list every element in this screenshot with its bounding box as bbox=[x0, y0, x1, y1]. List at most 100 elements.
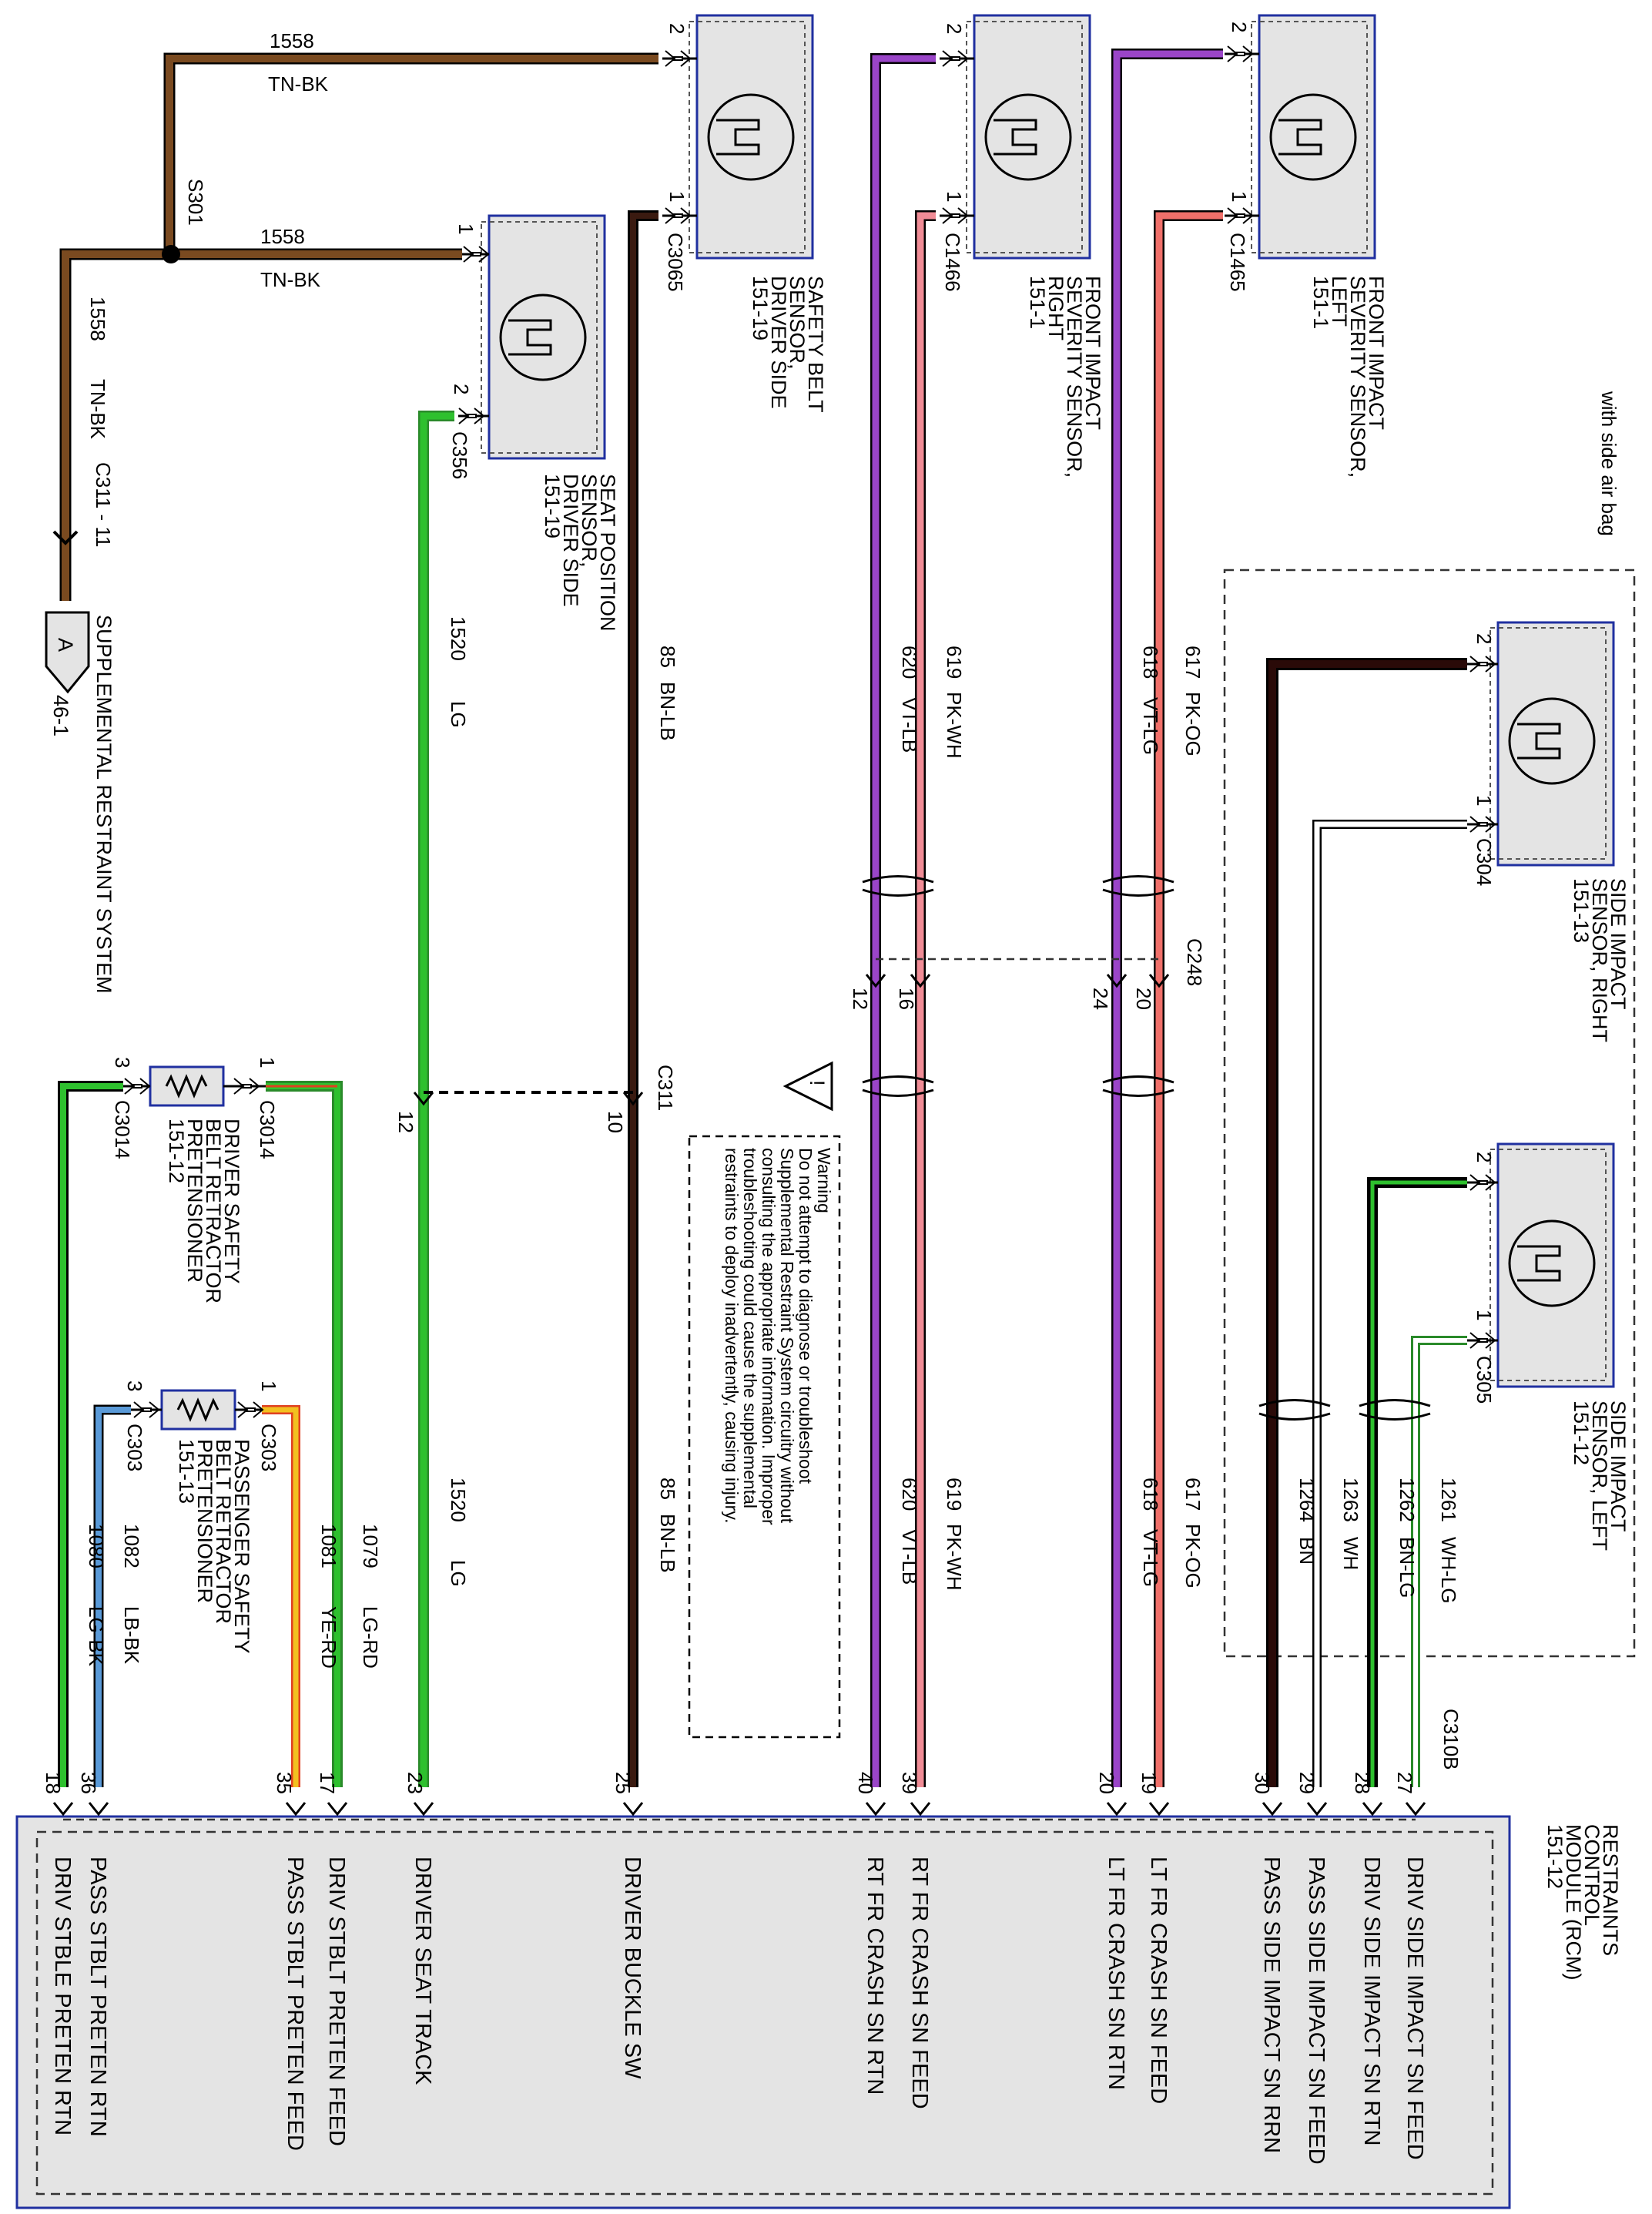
side-impact-left-label: SIDE IMPACT SENSOR, LEFT 151-12 bbox=[1570, 1401, 1630, 1551]
svg-text:1558: 1558 bbox=[270, 29, 314, 52]
svg-text:3: 3 bbox=[123, 1380, 146, 1391]
svg-text:620: 620 bbox=[898, 646, 921, 679]
twist-markers bbox=[862, 875, 1431, 1421]
svg-text:1: 1 bbox=[454, 223, 478, 234]
svg-text:12: 12 bbox=[849, 988, 872, 1010]
svg-text:C305: C305 bbox=[1473, 1356, 1496, 1404]
svg-text:FRONT IMPACT: FRONT IMPACT bbox=[1081, 276, 1104, 430]
svg-text:2: 2 bbox=[1473, 1152, 1496, 1162]
front-impact-left-label: FRONT IMPACT SEVERITY SENSOR, LEFT 151-1 bbox=[1309, 276, 1388, 478]
svg-text:C303: C303 bbox=[257, 1424, 280, 1471]
svg-text:SENSOR, RIGHT: SENSOR, RIGHT bbox=[1588, 878, 1611, 1042]
svg-text:DRIV SIDE IMPACT SN RTN: DRIV SIDE IMPACT SN RTN bbox=[1359, 1857, 1384, 2145]
svg-text:1: 1 bbox=[1473, 795, 1496, 806]
svg-text:1: 1 bbox=[257, 1380, 280, 1391]
svg-text:LB-BK: LB-BK bbox=[120, 1606, 143, 1665]
svg-text:BN-LB: BN-LB bbox=[656, 1514, 679, 1573]
side-impact-right-label: SIDE IMPACT SENSOR, RIGHT 151-13 bbox=[1570, 878, 1630, 1042]
svg-text:3: 3 bbox=[111, 1057, 134, 1068]
svg-text:1558: 1558 bbox=[260, 225, 305, 248]
rcm-module bbox=[15, 1815, 1511, 2209]
svg-text:TN-BK: TN-BK bbox=[268, 72, 329, 96]
svg-text:DRIVER SIDE: DRIVER SIDE bbox=[559, 474, 582, 607]
svg-text:SIDE IMPACT: SIDE IMPACT bbox=[1607, 1401, 1630, 1532]
warning-title: Warning bbox=[814, 1148, 834, 1213]
svg-text:28: 28 bbox=[1351, 1772, 1374, 1794]
svg-text:SENSOR, LEFT: SENSOR, LEFT bbox=[1588, 1401, 1611, 1551]
svg-text:1: 1 bbox=[665, 191, 689, 202]
svg-text:19: 19 bbox=[1138, 1772, 1161, 1794]
svg-text:39: 39 bbox=[898, 1772, 921, 1794]
warning-line-3: consulting the appropriate information. … bbox=[759, 1148, 779, 1525]
svg-text:RT FR CRASH SN FEED: RT FR CRASH SN FEED bbox=[907, 1857, 932, 2109]
svg-text:LT FR CRASH SN RTN: LT FR CRASH SN RTN bbox=[1104, 1857, 1128, 2090]
svg-text:RT FR CRASH SN RTN: RT FR CRASH SN RTN bbox=[863, 1857, 887, 2095]
svg-text:SEVERITY SENSOR,: SEVERITY SENSOR, bbox=[1346, 276, 1369, 478]
svg-text:PASS STBLT PRETEN RTN: PASS STBLT PRETEN RTN bbox=[85, 1857, 110, 2137]
svg-text:S301: S301 bbox=[184, 179, 207, 226]
svg-text:1080: 1080 bbox=[85, 1524, 108, 1568]
wire-85 bbox=[628, 210, 658, 1787]
svg-text:151-13: 151-13 bbox=[175, 1439, 198, 1504]
warning-line-2: Supplemental Restraint System circuitry … bbox=[777, 1148, 797, 1524]
svg-text:RESTRAINTS: RESTRAINTS bbox=[1599, 1824, 1622, 1956]
svg-text:619: 619 bbox=[943, 646, 966, 679]
warning-line-5: restraints to deploy inadvertently, caus… bbox=[722, 1148, 742, 1524]
svg-text:PK-WH: PK-WH bbox=[943, 692, 966, 759]
svg-text:30: 30 bbox=[1251, 1772, 1274, 1794]
offpage-connector-a bbox=[45, 611, 90, 694]
svg-text:1263: 1263 bbox=[1339, 1478, 1362, 1522]
svg-text:1261: 1261 bbox=[1437, 1478, 1460, 1522]
svg-text:PRETENSIONER: PRETENSIONER bbox=[183, 1119, 206, 1283]
side-impact-left-sensor bbox=[1467, 1142, 1615, 1388]
svg-text:RIGHT: RIGHT bbox=[1044, 276, 1067, 340]
warning-triangle bbox=[782, 1061, 833, 1112]
warning-box bbox=[688, 1135, 841, 1739]
svg-text:C311 - 11: C311 - 11 bbox=[92, 462, 115, 547]
passenger-pretensioner bbox=[131, 1389, 263, 1431]
svg-text:SENSOR,: SENSOR, bbox=[786, 276, 809, 370]
offpage-letter: A bbox=[54, 638, 77, 652]
svg-text:LG: LG bbox=[447, 701, 470, 728]
svg-text:36: 36 bbox=[77, 1772, 100, 1794]
svg-text:23: 23 bbox=[404, 1772, 427, 1794]
front-impact-left-sensor bbox=[1225, 14, 1376, 260]
warning-line-1: Do not attempt to diagnose or troublesho… bbox=[796, 1148, 816, 1484]
safety-belt-sensor bbox=[662, 14, 814, 260]
connector-labels: S301 C311 - 11 C3065 C1466 C1465 C356 C3… bbox=[92, 179, 1496, 1770]
svg-text:617: 617 bbox=[1181, 1478, 1205, 1511]
svg-text:1520: 1520 bbox=[447, 616, 470, 661]
wire-1079 bbox=[266, 1081, 343, 1787]
svg-text:35: 35 bbox=[273, 1772, 296, 1794]
svg-text:DRIV SIDE IMPACT SN FEED: DRIV SIDE IMPACT SN FEED bbox=[1402, 1857, 1427, 2160]
warning-line-4: troubleshooting could cause the suppleme… bbox=[740, 1148, 760, 1508]
svg-text:151-1: 151-1 bbox=[1309, 276, 1332, 329]
svg-text:29: 29 bbox=[1295, 1772, 1319, 1794]
seat-position-sensor bbox=[458, 214, 606, 460]
svg-text:1: 1 bbox=[943, 191, 966, 202]
svg-text:SEVERITY SENSOR,: SEVERITY SENSOR, bbox=[1063, 276, 1086, 478]
svg-text:VT-LG: VT-LG bbox=[1139, 697, 1162, 755]
wire-1261 bbox=[1411, 1336, 1467, 1787]
svg-text:C303: C303 bbox=[123, 1424, 146, 1471]
svg-text:16: 16 bbox=[895, 988, 918, 1010]
svg-text:PASS STBLT PRETEN FEED: PASS STBLT PRETEN FEED bbox=[283, 1857, 307, 2151]
svg-text:1520: 1520 bbox=[447, 1478, 470, 1522]
rcm-label: RESTRAINTS CONTROL MODULE (RCM) 151-12 bbox=[1543, 1824, 1622, 1981]
side-air-bag-box bbox=[1223, 569, 1636, 1658]
svg-text:618: 618 bbox=[1139, 1478, 1162, 1511]
svg-text:151-12: 151-12 bbox=[1543, 1824, 1567, 1889]
svg-text:BELT RETRACTOR: BELT RETRACTOR bbox=[202, 1119, 225, 1303]
svg-text:24: 24 bbox=[1089, 988, 1112, 1010]
svg-text:151-12: 151-12 bbox=[1570, 1401, 1593, 1465]
svg-text:2: 2 bbox=[1473, 633, 1496, 644]
svg-text:1: 1 bbox=[256, 1057, 279, 1068]
svg-text:LEFT: LEFT bbox=[1328, 276, 1351, 327]
svg-text:WH-LG: WH-LG bbox=[1437, 1537, 1460, 1604]
svg-text:1264: 1264 bbox=[1295, 1478, 1319, 1522]
svg-text:C356: C356 bbox=[448, 431, 471, 479]
svg-text:DRIVER SEAT TRACK: DRIVER SEAT TRACK bbox=[410, 1857, 435, 2085]
rcm-inner-dashed bbox=[35, 1830, 1494, 2196]
svg-text:TN-BK: TN-BK bbox=[86, 379, 109, 440]
svg-text:VT-LG: VT-LG bbox=[1139, 1529, 1162, 1587]
